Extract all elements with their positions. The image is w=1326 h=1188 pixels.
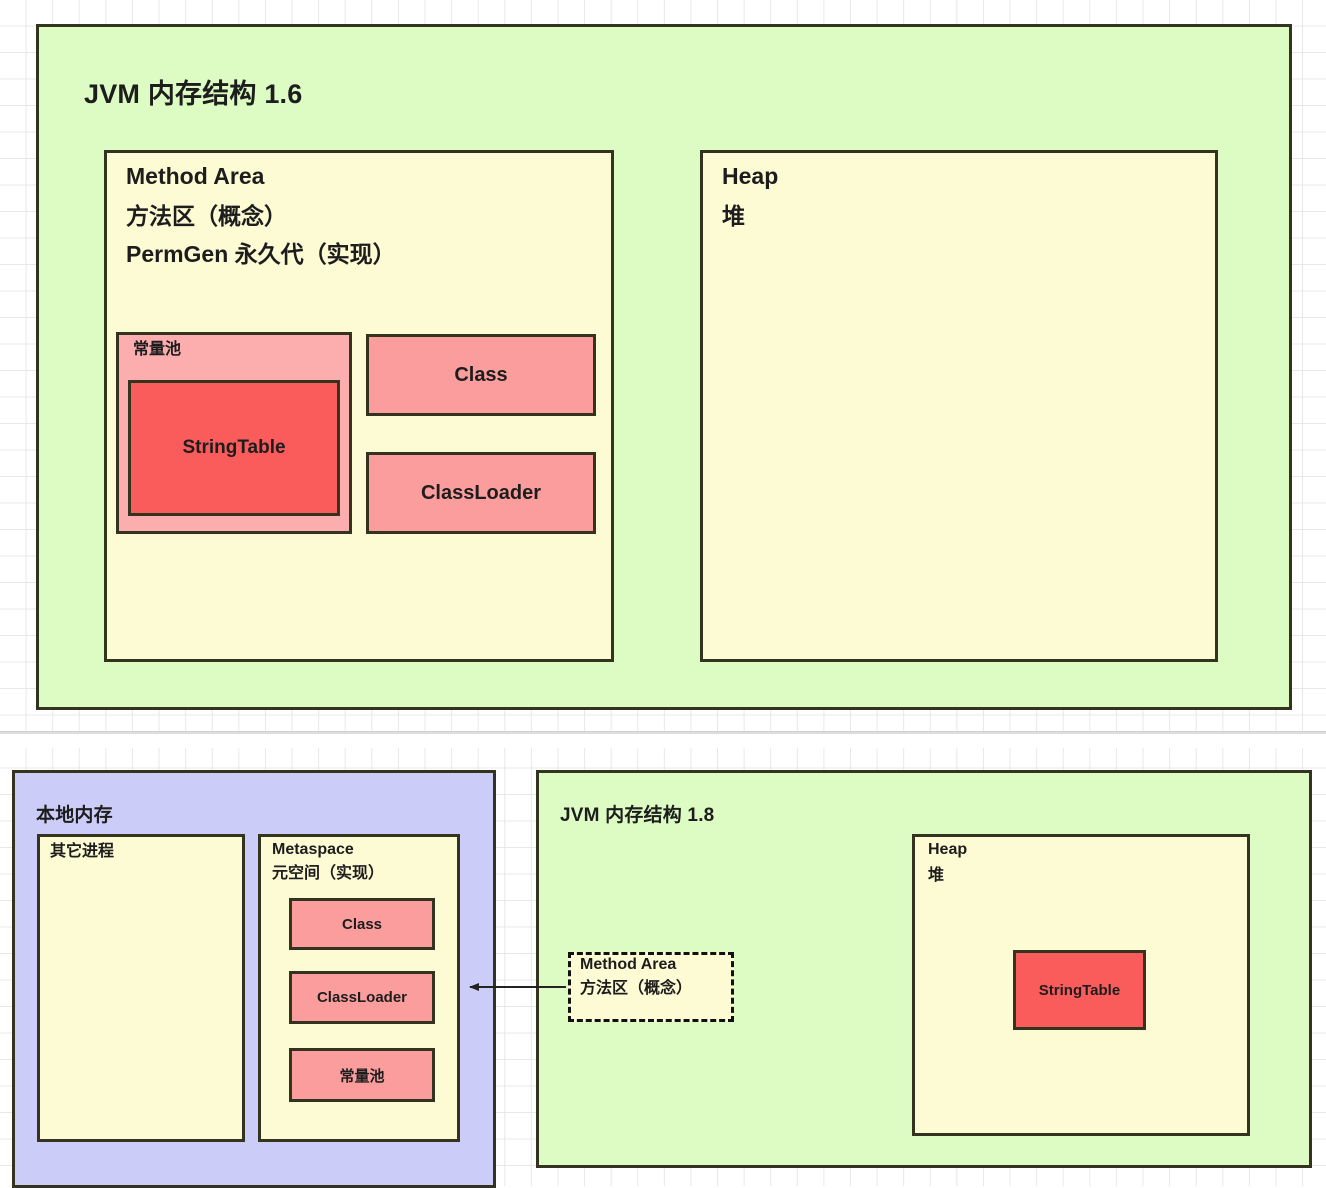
jvm16-constant-pool-label: 常量池 [133,341,182,358]
jvm16-heading: JVM 内存结构 1.6 [84,79,303,109]
jvm18-method-area-label-cn: 方法区（概念） [580,980,693,997]
jvm16-stringtable-box: StringTable [128,380,340,516]
metaspace-constant-pool-box: 常量池 [289,1048,435,1102]
metaspace-label-en: Metaspace [272,841,354,858]
jvm16-heap-label-en: Heap [722,163,779,189]
jvm16-method-area-label-cn: 方法区（概念） [126,203,287,229]
jvm18-method-area-label-en: Method Area [580,956,677,973]
jvm18-method-area-dashed-box [568,952,734,1022]
other-processes-box [37,834,245,1142]
jvm18-heap-label-cn: 堆 [928,867,945,884]
jvm18-heap-label-en: Heap [928,841,968,858]
jvm16-method-area-label-en: Method Area [126,163,265,189]
jvm16-class-box: Class [366,334,596,416]
other-processes-label: 其它进程 [50,843,115,860]
metaspace-label-cn: 元空间（实现） [272,865,385,882]
page-separator-gap [0,734,1326,748]
jvm16-heap-box [700,150,1218,662]
jvm16-method-area-label-permgen: PermGen 永久代（实现） [126,241,396,267]
native-memory-heading: 本地内存 [36,805,113,826]
jvm16-heap-label-cn: 堆 [722,203,745,229]
page-separator [0,731,1326,735]
jvm16-classloader-box: ClassLoader [366,452,596,534]
jvm18-heading: JVM 内存结构 1.8 [560,805,715,826]
metaspace-class-box: Class [289,898,435,950]
metaspace-classloader-box: ClassLoader [289,971,435,1024]
jvm18-stringtable-box: StringTable [1013,950,1146,1030]
